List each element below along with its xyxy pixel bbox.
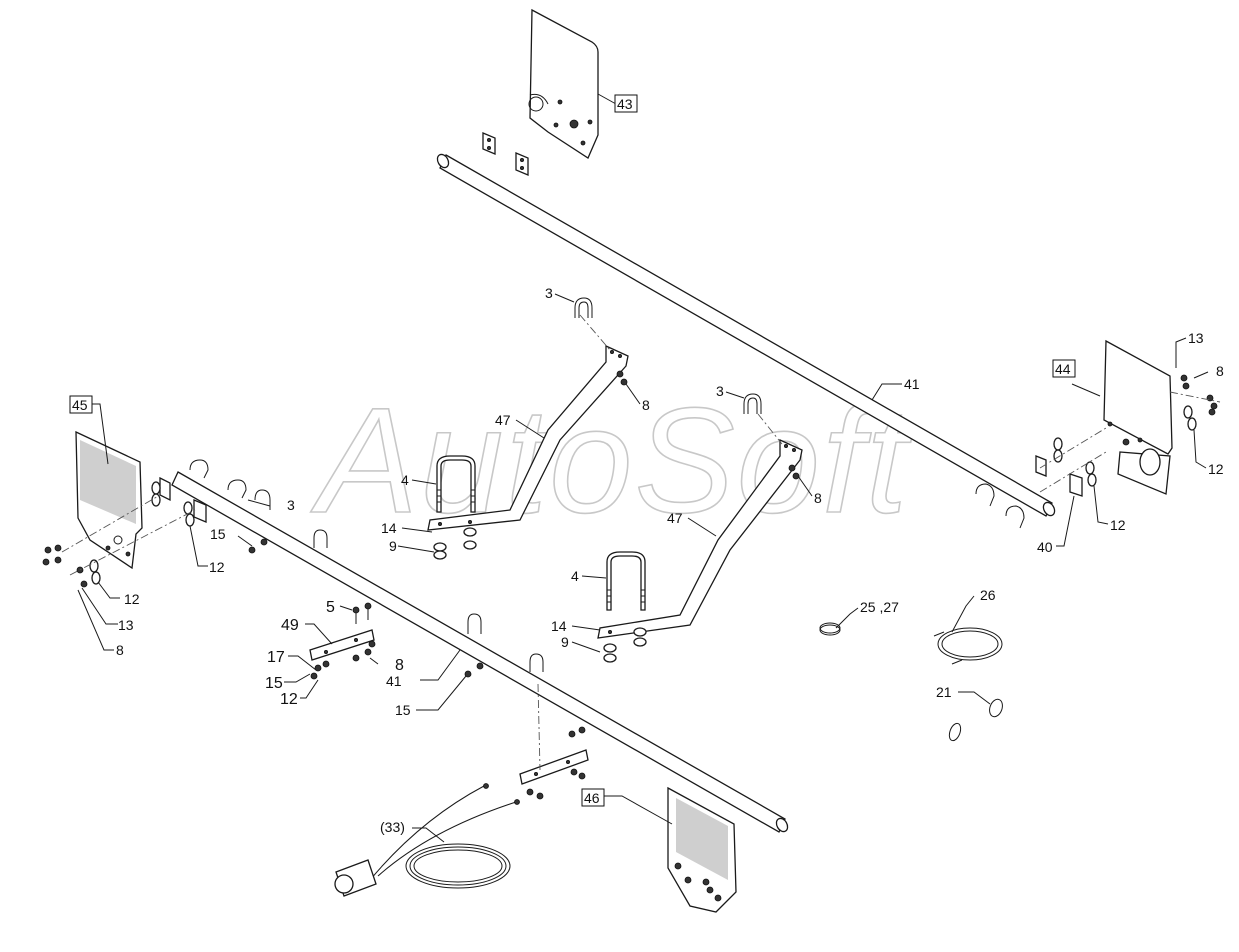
small-bracket-pair bbox=[482, 132, 529, 176]
upper-support-arm bbox=[427, 314, 629, 531]
label-12-right-b: 12 bbox=[1110, 517, 1126, 533]
label-8-upper: 8 bbox=[642, 397, 650, 413]
watermark-text: AutoSoft bbox=[310, 376, 913, 544]
top-reflector-plate bbox=[528, 8, 599, 159]
left-reflector-plate bbox=[75, 430, 143, 570]
label-21: 21 bbox=[936, 684, 952, 700]
label-17: 17 bbox=[267, 649, 285, 666]
label-15-lower: 15 bbox=[395, 702, 411, 718]
left-hardware bbox=[42, 459, 328, 588]
label-15-clamp: 15 bbox=[265, 675, 283, 692]
label-14-upper: 14 bbox=[381, 520, 397, 536]
label-15-upper: 15 bbox=[210, 526, 226, 542]
right-hardware bbox=[975, 374, 1221, 529]
u-bolt-upper bbox=[574, 297, 593, 318]
label-46: 46 bbox=[584, 790, 600, 806]
lower-tube bbox=[171, 471, 789, 833]
hose-clip bbox=[819, 622, 841, 636]
label-9-upper: 9 bbox=[389, 538, 397, 554]
label-12-clamp: 12 bbox=[280, 691, 298, 708]
label-4-middle: 4 bbox=[571, 568, 579, 584]
label-49: 49 bbox=[281, 617, 299, 634]
nut-washer-set bbox=[433, 370, 800, 663]
label-43: 43 bbox=[617, 96, 633, 112]
label-3-left: 3 bbox=[287, 497, 295, 513]
large-u-bolt-middle bbox=[606, 551, 646, 611]
callout-labels: 43 44 45 46 3 3 3 8 8 8 8 8 47 47 41 41 … bbox=[69, 94, 1224, 835]
label-9-middle: 9 bbox=[561, 634, 569, 650]
label-3-middle: 3 bbox=[716, 383, 724, 399]
label-8-right: 8 bbox=[1216, 363, 1224, 379]
leader-lines bbox=[77, 93, 1209, 843]
label-12-left-a: 12 bbox=[209, 559, 225, 575]
cable-harness bbox=[334, 783, 520, 897]
label-25-27: 25 ,27 bbox=[860, 599, 899, 615]
label-5: 5 bbox=[326, 599, 335, 616]
label-8-clamp: 8 bbox=[395, 657, 404, 674]
label-47-middle: 47 bbox=[667, 510, 683, 526]
label-3-upper: 3 bbox=[545, 285, 553, 301]
large-u-bolt-upper bbox=[436, 455, 476, 513]
label-8-left: 8 bbox=[116, 642, 124, 658]
label-14-middle: 14 bbox=[551, 618, 567, 634]
label-33: (33) bbox=[380, 819, 405, 835]
label-13-left: 13 bbox=[118, 617, 134, 633]
clamp-plate-left bbox=[309, 602, 544, 680]
clamp-plate-lower bbox=[519, 683, 589, 800]
right-reflector-plate bbox=[1103, 339, 1173, 495]
label-13-right: 13 bbox=[1188, 330, 1204, 346]
label-12-left-b: 12 bbox=[124, 591, 140, 607]
bottom-reflector-plate bbox=[667, 786, 737, 913]
label-41-upper: 41 bbox=[904, 376, 920, 392]
u-bolt-middle bbox=[743, 393, 762, 414]
label-12-right-a: 12 bbox=[1208, 461, 1224, 477]
label-41-lower: 41 bbox=[386, 673, 402, 689]
label-44: 44 bbox=[1055, 361, 1071, 377]
label-45: 45 bbox=[72, 397, 88, 413]
o-rings bbox=[948, 698, 1003, 742]
label-47-upper: 47 bbox=[495, 412, 511, 428]
label-4-upper: 4 bbox=[401, 472, 409, 488]
label-40: 40 bbox=[1037, 539, 1053, 555]
label-26: 26 bbox=[980, 587, 996, 603]
upper-tube bbox=[436, 153, 1056, 517]
hose-coil bbox=[933, 627, 1003, 665]
label-8-middle: 8 bbox=[814, 490, 822, 506]
